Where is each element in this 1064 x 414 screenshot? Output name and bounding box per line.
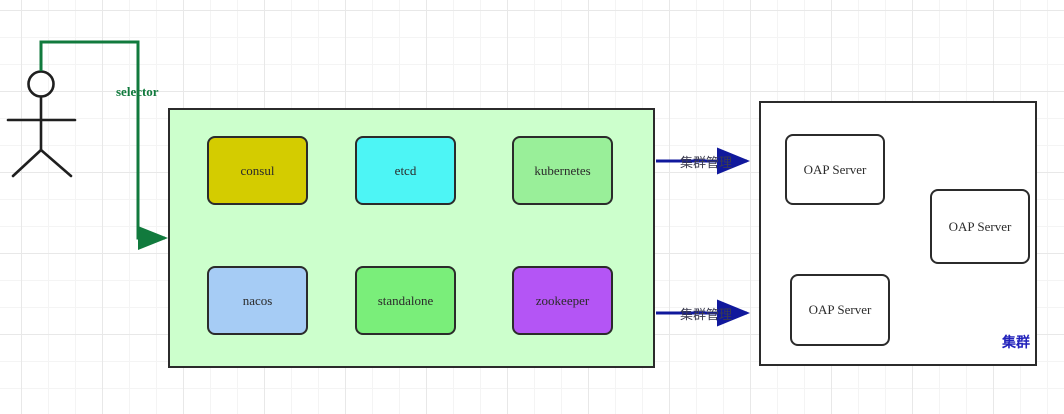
node-standalone[interactable]: standalone bbox=[355, 266, 456, 335]
oap-server-3[interactable]: OAP Server bbox=[790, 274, 890, 346]
connector-label-top: 集群管理 bbox=[680, 155, 733, 170]
node-consul-label: consul bbox=[240, 162, 275, 178]
selector-label: selector bbox=[116, 84, 159, 99]
connector-label-bottom: 集群管理 bbox=[680, 307, 733, 322]
oap-server-3-label: OAP Server bbox=[808, 302, 872, 317]
node-zookeeper-label: zookeeper bbox=[535, 292, 590, 308]
oap-server-2-label: OAP Server bbox=[948, 218, 1012, 234]
node-kubernetes[interactable]: kubernetes bbox=[512, 136, 613, 205]
oap-server-2[interactable]: OAP Server bbox=[930, 189, 1030, 264]
oap-server-1-label: OAP Server bbox=[803, 161, 867, 177]
node-nacos[interactable]: nacos bbox=[207, 266, 308, 335]
oap-server-1[interactable]: OAP Server bbox=[785, 134, 885, 205]
node-nacos-label: nacos bbox=[242, 292, 273, 308]
node-etcd-label: etcd bbox=[394, 162, 417, 178]
stick-figure-icon bbox=[6, 70, 77, 178]
node-standalone-label: standalone bbox=[377, 292, 434, 308]
node-etcd[interactable]: etcd bbox=[355, 136, 456, 205]
selector-connector bbox=[39, 40, 168, 250]
oap-cluster-label: 集群 bbox=[1002, 336, 1030, 351]
node-consul[interactable]: consul bbox=[207, 136, 308, 205]
node-zookeeper[interactable]: zookeeper bbox=[512, 266, 613, 335]
node-kubernetes-label: kubernetes bbox=[534, 162, 591, 178]
